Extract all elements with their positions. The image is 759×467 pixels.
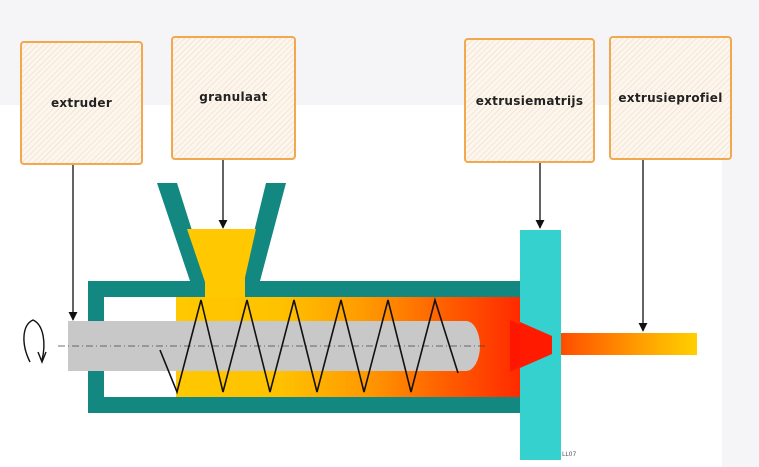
screw-flights (159, 297, 459, 395)
extrusion-profile (520, 333, 697, 355)
melt-in-die (520, 322, 552, 368)
rotation-arrowhead-icon (37, 351, 47, 364)
label-extrusiematrijs-text: extrusiematrijs (475, 93, 584, 108)
label-extrusieprofiel: extrusieprofiel (609, 36, 732, 160)
granulate-throat (205, 278, 245, 300)
label-extrusiematrijs: extrusiematrijs (464, 38, 595, 163)
label-granulaat: granulaat (171, 36, 296, 160)
rotation-arrow-icon (23, 319, 45, 363)
label-extrusieprofiel-text: extrusieprofiel (618, 91, 723, 105)
hopper-left-wall (157, 183, 208, 281)
label-extruder: extruder (20, 41, 143, 165)
figure-code: LL07 (562, 451, 577, 458)
label-granulaat-text: granulaat (199, 90, 268, 104)
label-extruder-text: extruder (50, 96, 113, 110)
hopper-right-wall (242, 183, 286, 281)
granulate-in-hopper (187, 229, 256, 282)
